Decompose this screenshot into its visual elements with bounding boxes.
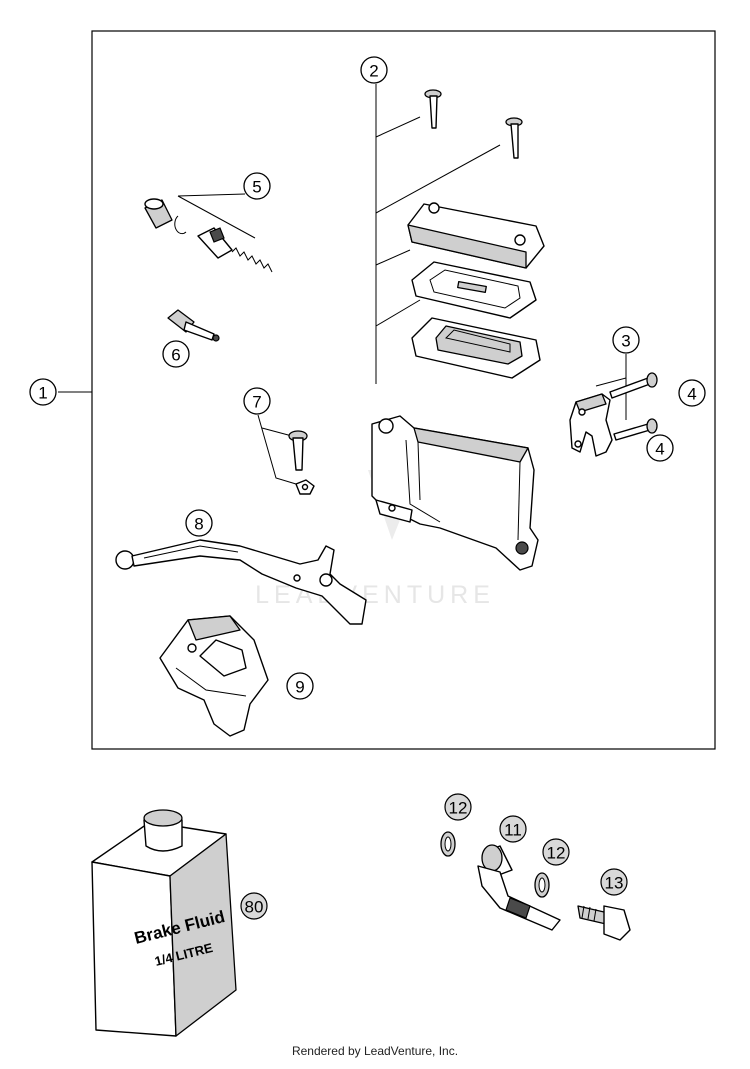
svg-text:13: 13: [605, 874, 624, 893]
banjo-bolt[interactable]: [577, 905, 631, 941]
callout-4-lower[interactable]: 4: [646, 434, 674, 462]
svg-text:1: 1: [38, 384, 47, 403]
svg-text:7: 7: [252, 393, 261, 412]
callout-6[interactable]: 6: [162, 340, 190, 368]
sealing-washer-lower[interactable]: [534, 872, 550, 898]
svg-text:9: 9: [295, 678, 304, 697]
svg-text:80: 80: [245, 898, 264, 917]
svg-text:11: 11: [504, 821, 522, 840]
reservoir-cover[interactable]: [407, 202, 545, 269]
callout-11[interactable]: 11: [499, 815, 527, 843]
callout-1[interactable]: 1: [29, 378, 57, 406]
pivot-nut[interactable]: [295, 479, 315, 495]
piston-kit[interactable]: [144, 198, 273, 273]
cover-screw-right[interactable]: [505, 117, 523, 159]
callout-13[interactable]: 13: [600, 868, 628, 896]
callout-9[interactable]: 9: [286, 672, 314, 700]
callout-8[interactable]: 8: [185, 509, 213, 537]
banjo-fitting[interactable]: [477, 844, 561, 931]
callout-80[interactable]: 80: [240, 892, 268, 920]
callout-7[interactable]: 7: [243, 387, 271, 415]
svg-text:12: 12: [547, 844, 566, 863]
pivot-bolt[interactable]: [288, 430, 308, 471]
handlebar-clamp[interactable]: [569, 393, 613, 457]
svg-text:4: 4: [687, 385, 696, 404]
svg-text:8: 8: [194, 515, 203, 534]
svg-text:4: 4: [655, 440, 664, 459]
svg-text:6: 6: [171, 346, 180, 365]
brake-lever[interactable]: [115, 539, 367, 625]
brake-fluid-bottle[interactable]: Brake Fluid 1/4 LITRE: [91, 809, 237, 1037]
svg-text:2: 2: [369, 62, 378, 81]
callout-2[interactable]: 2: [360, 56, 388, 84]
svg-text:3: 3: [621, 332, 630, 351]
diaphragm[interactable]: [411, 317, 541, 379]
callout-5[interactable]: 5: [243, 172, 271, 200]
callout-12-lower[interactable]: 12: [542, 838, 570, 866]
master-cylinder-body[interactable]: [371, 415, 539, 571]
svg-text:5: 5: [252, 178, 261, 197]
callout-12-upper[interactable]: 12: [444, 793, 472, 821]
cover-gasket[interactable]: [411, 261, 537, 319]
lever-cover[interactable]: [159, 615, 269, 737]
callout-4-upper[interactable]: 4: [678, 379, 706, 407]
svg-text:12: 12: [449, 799, 468, 818]
clamp-bolt-upper[interactable]: [609, 372, 658, 399]
cover-screw-left[interactable]: [424, 89, 442, 129]
sealing-washer-upper[interactable]: [440, 831, 456, 857]
assembly-border: [91, 30, 716, 750]
footer-credit: Rendered by LeadVenture, Inc.: [291, 1044, 459, 1058]
clamp-bolt-lower[interactable]: [613, 418, 658, 441]
bleed-valve[interactable]: [167, 309, 220, 342]
callout-3[interactable]: 3: [612, 326, 640, 354]
